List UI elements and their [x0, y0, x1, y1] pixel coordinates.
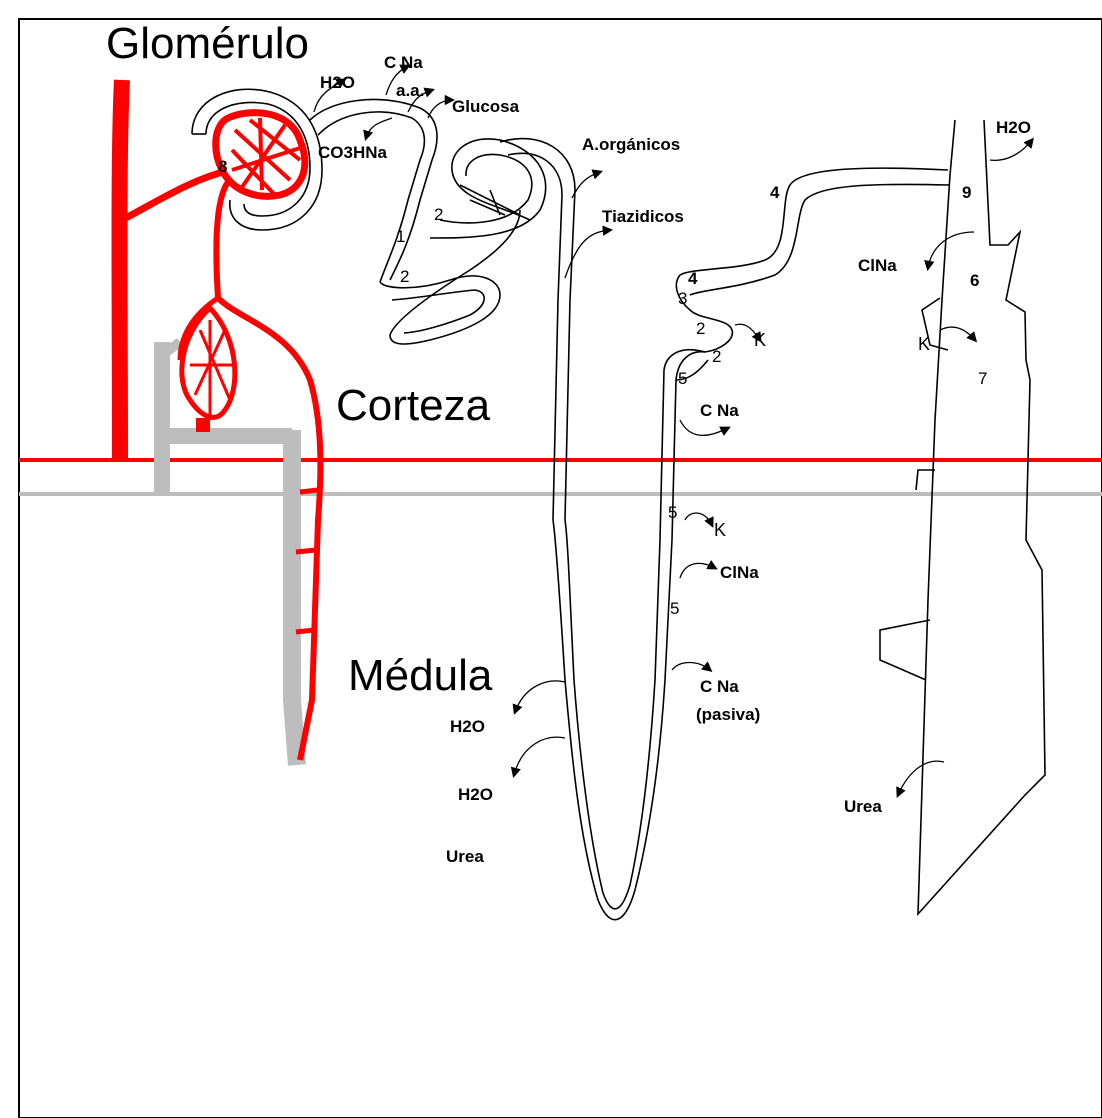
segment-number-5a: 5	[678, 369, 687, 388]
label-cina-lower: ClNa	[720, 563, 759, 582]
label-h2o-desc-2: H2O	[458, 785, 493, 804]
segment-number-5c: 5	[670, 599, 679, 618]
segment-number-1: 1	[396, 227, 405, 246]
segment-number-3: 3	[678, 289, 687, 308]
segment-number-2a: 2	[434, 205, 443, 224]
label-urea-left: Urea	[446, 847, 484, 866]
label-pasiva: (pasiva)	[696, 705, 760, 724]
label-cina-right: ClNa	[858, 256, 897, 275]
segment-number-2b: 2	[400, 267, 409, 286]
label-urea-right: Urea	[844, 797, 882, 816]
segment-number-9: 9	[962, 183, 971, 202]
label-k-upper: K	[754, 330, 766, 350]
region-label-glomerulo: Glomérulo	[106, 19, 309, 68]
label-glucosa: Glucosa	[452, 97, 520, 116]
segment-number-6: 6	[970, 271, 979, 290]
label-k-right: K	[918, 334, 930, 354]
label-cina-mid: C Na	[700, 401, 739, 420]
region-label-corteza: Corteza	[336, 381, 491, 430]
label-tiazidicos: Tiazidicos	[602, 207, 684, 226]
label-h2o-right: H2O	[996, 118, 1031, 137]
label-co3hna: CO3HNa	[318, 143, 388, 162]
segment-number-4a: 4	[770, 183, 780, 202]
label-h2o-desc-1: H2O	[450, 717, 485, 736]
label-aa: a.a.	[396, 81, 424, 100]
label-cina-top: C Na	[384, 53, 423, 72]
segment-number-8: 8	[218, 157, 227, 176]
region-label-medula: Médula	[348, 651, 493, 700]
label-cina-pasiva: C Na	[700, 677, 739, 696]
segment-number-4b: 4	[688, 269, 698, 288]
segment-number-5b: 5	[668, 503, 677, 522]
segment-number-2d: 2	[712, 347, 721, 366]
label-h2o-top: H2O	[320, 73, 355, 92]
segment-number-2c: 2	[696, 319, 705, 338]
segment-number-7: 7	[978, 369, 987, 388]
label-k-mid: K	[714, 520, 726, 540]
label-a-organicos: A.orgánicos	[582, 135, 680, 154]
